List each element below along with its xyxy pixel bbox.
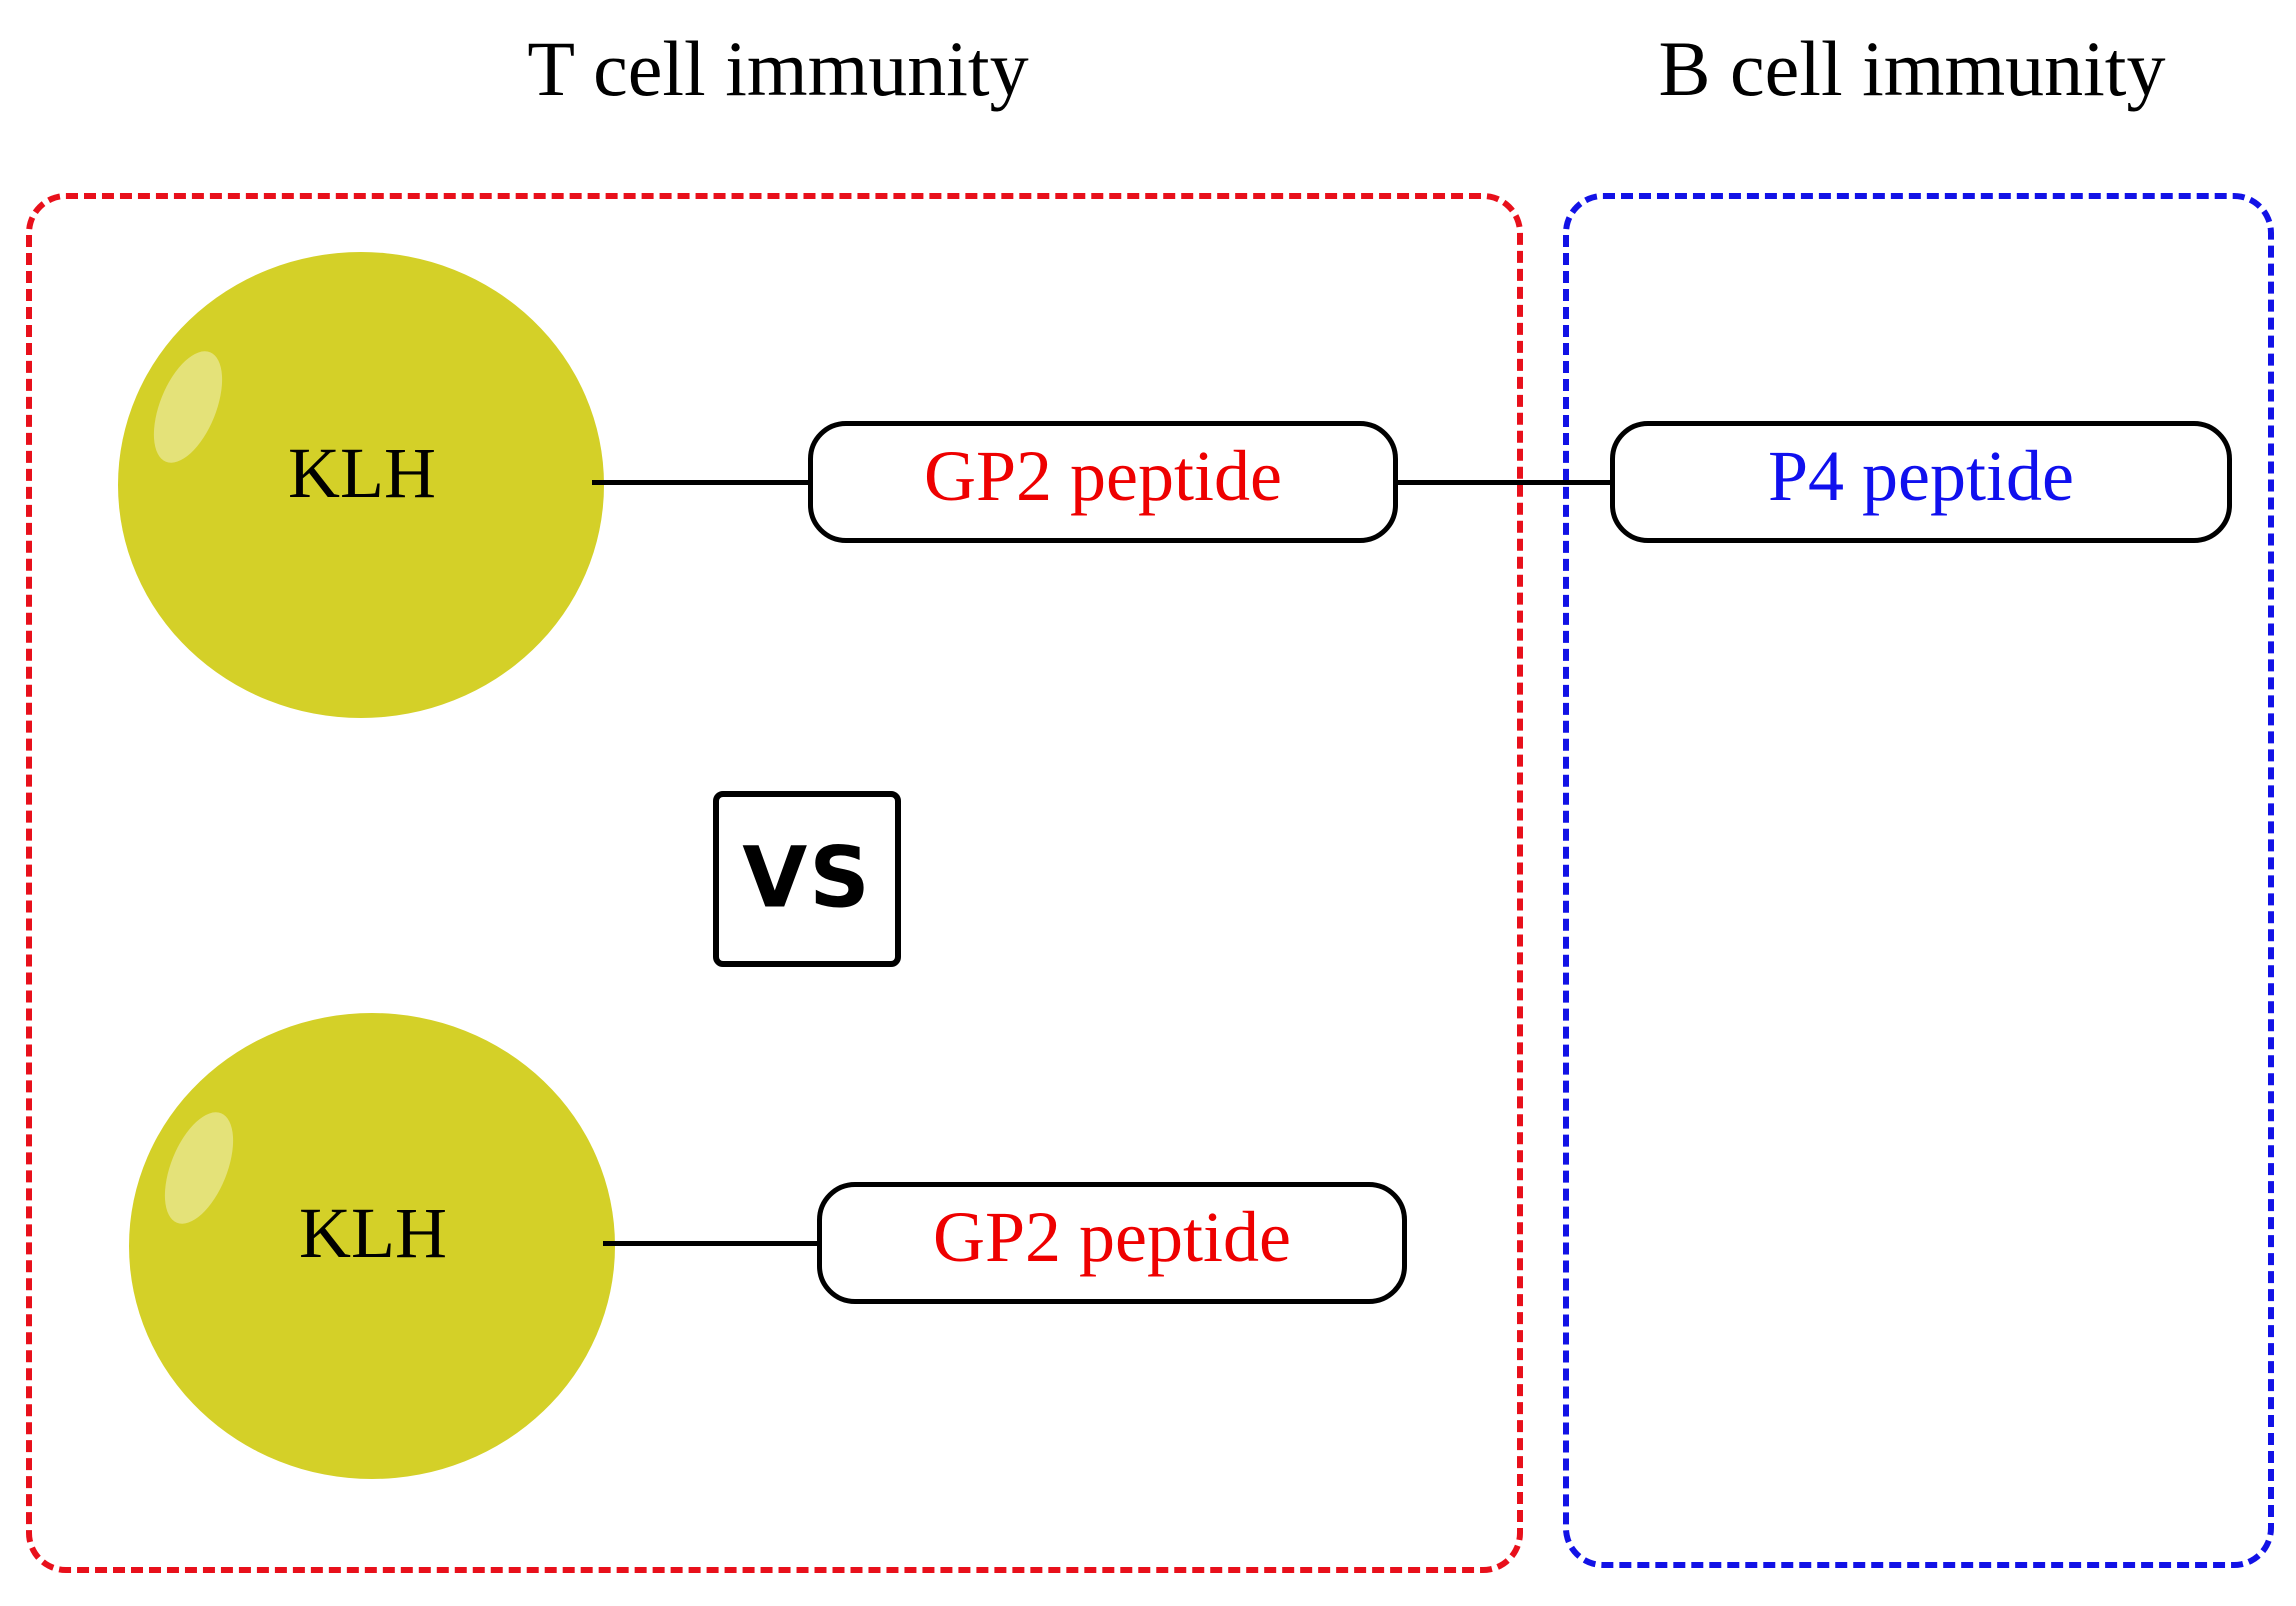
p4-peptide-label: P4 peptide — [1768, 436, 2074, 517]
sphere-highlight — [139, 341, 237, 473]
t-cell-immunity-panel — [26, 193, 1523, 1573]
gp2-p4-linker-top — [1394, 480, 1614, 485]
vs-comparison-box: VS — [713, 791, 901, 967]
sphere-highlight — [150, 1102, 248, 1234]
gp2-peptide-box-top: GP2 peptide — [808, 421, 1398, 543]
klh-label-top: KLH — [288, 433, 436, 513]
klh-gp2-linker-top — [592, 480, 810, 485]
b-cell-immunity-panel — [1563, 193, 2274, 1568]
p4-peptide-box: P4 peptide — [1610, 421, 2232, 543]
gp2-peptide-box-bottom: GP2 peptide — [817, 1182, 1407, 1304]
t-cell-immunity-heading: T cell immunity — [527, 25, 1029, 112]
klh-gp2-linker-bottom — [603, 1241, 821, 1246]
b-cell-immunity-heading: B cell immunity — [1658, 25, 2166, 112]
klh-carrier-sphere-bottom — [129, 1013, 615, 1479]
gp2-peptide-label-top: GP2 peptide — [924, 436, 1282, 517]
vs-label: VS — [742, 828, 872, 927]
gp2-peptide-label-bottom: GP2 peptide — [933, 1197, 1291, 1278]
klh-label-bottom: KLH — [299, 1193, 447, 1273]
klh-carrier-sphere-top — [118, 252, 604, 718]
